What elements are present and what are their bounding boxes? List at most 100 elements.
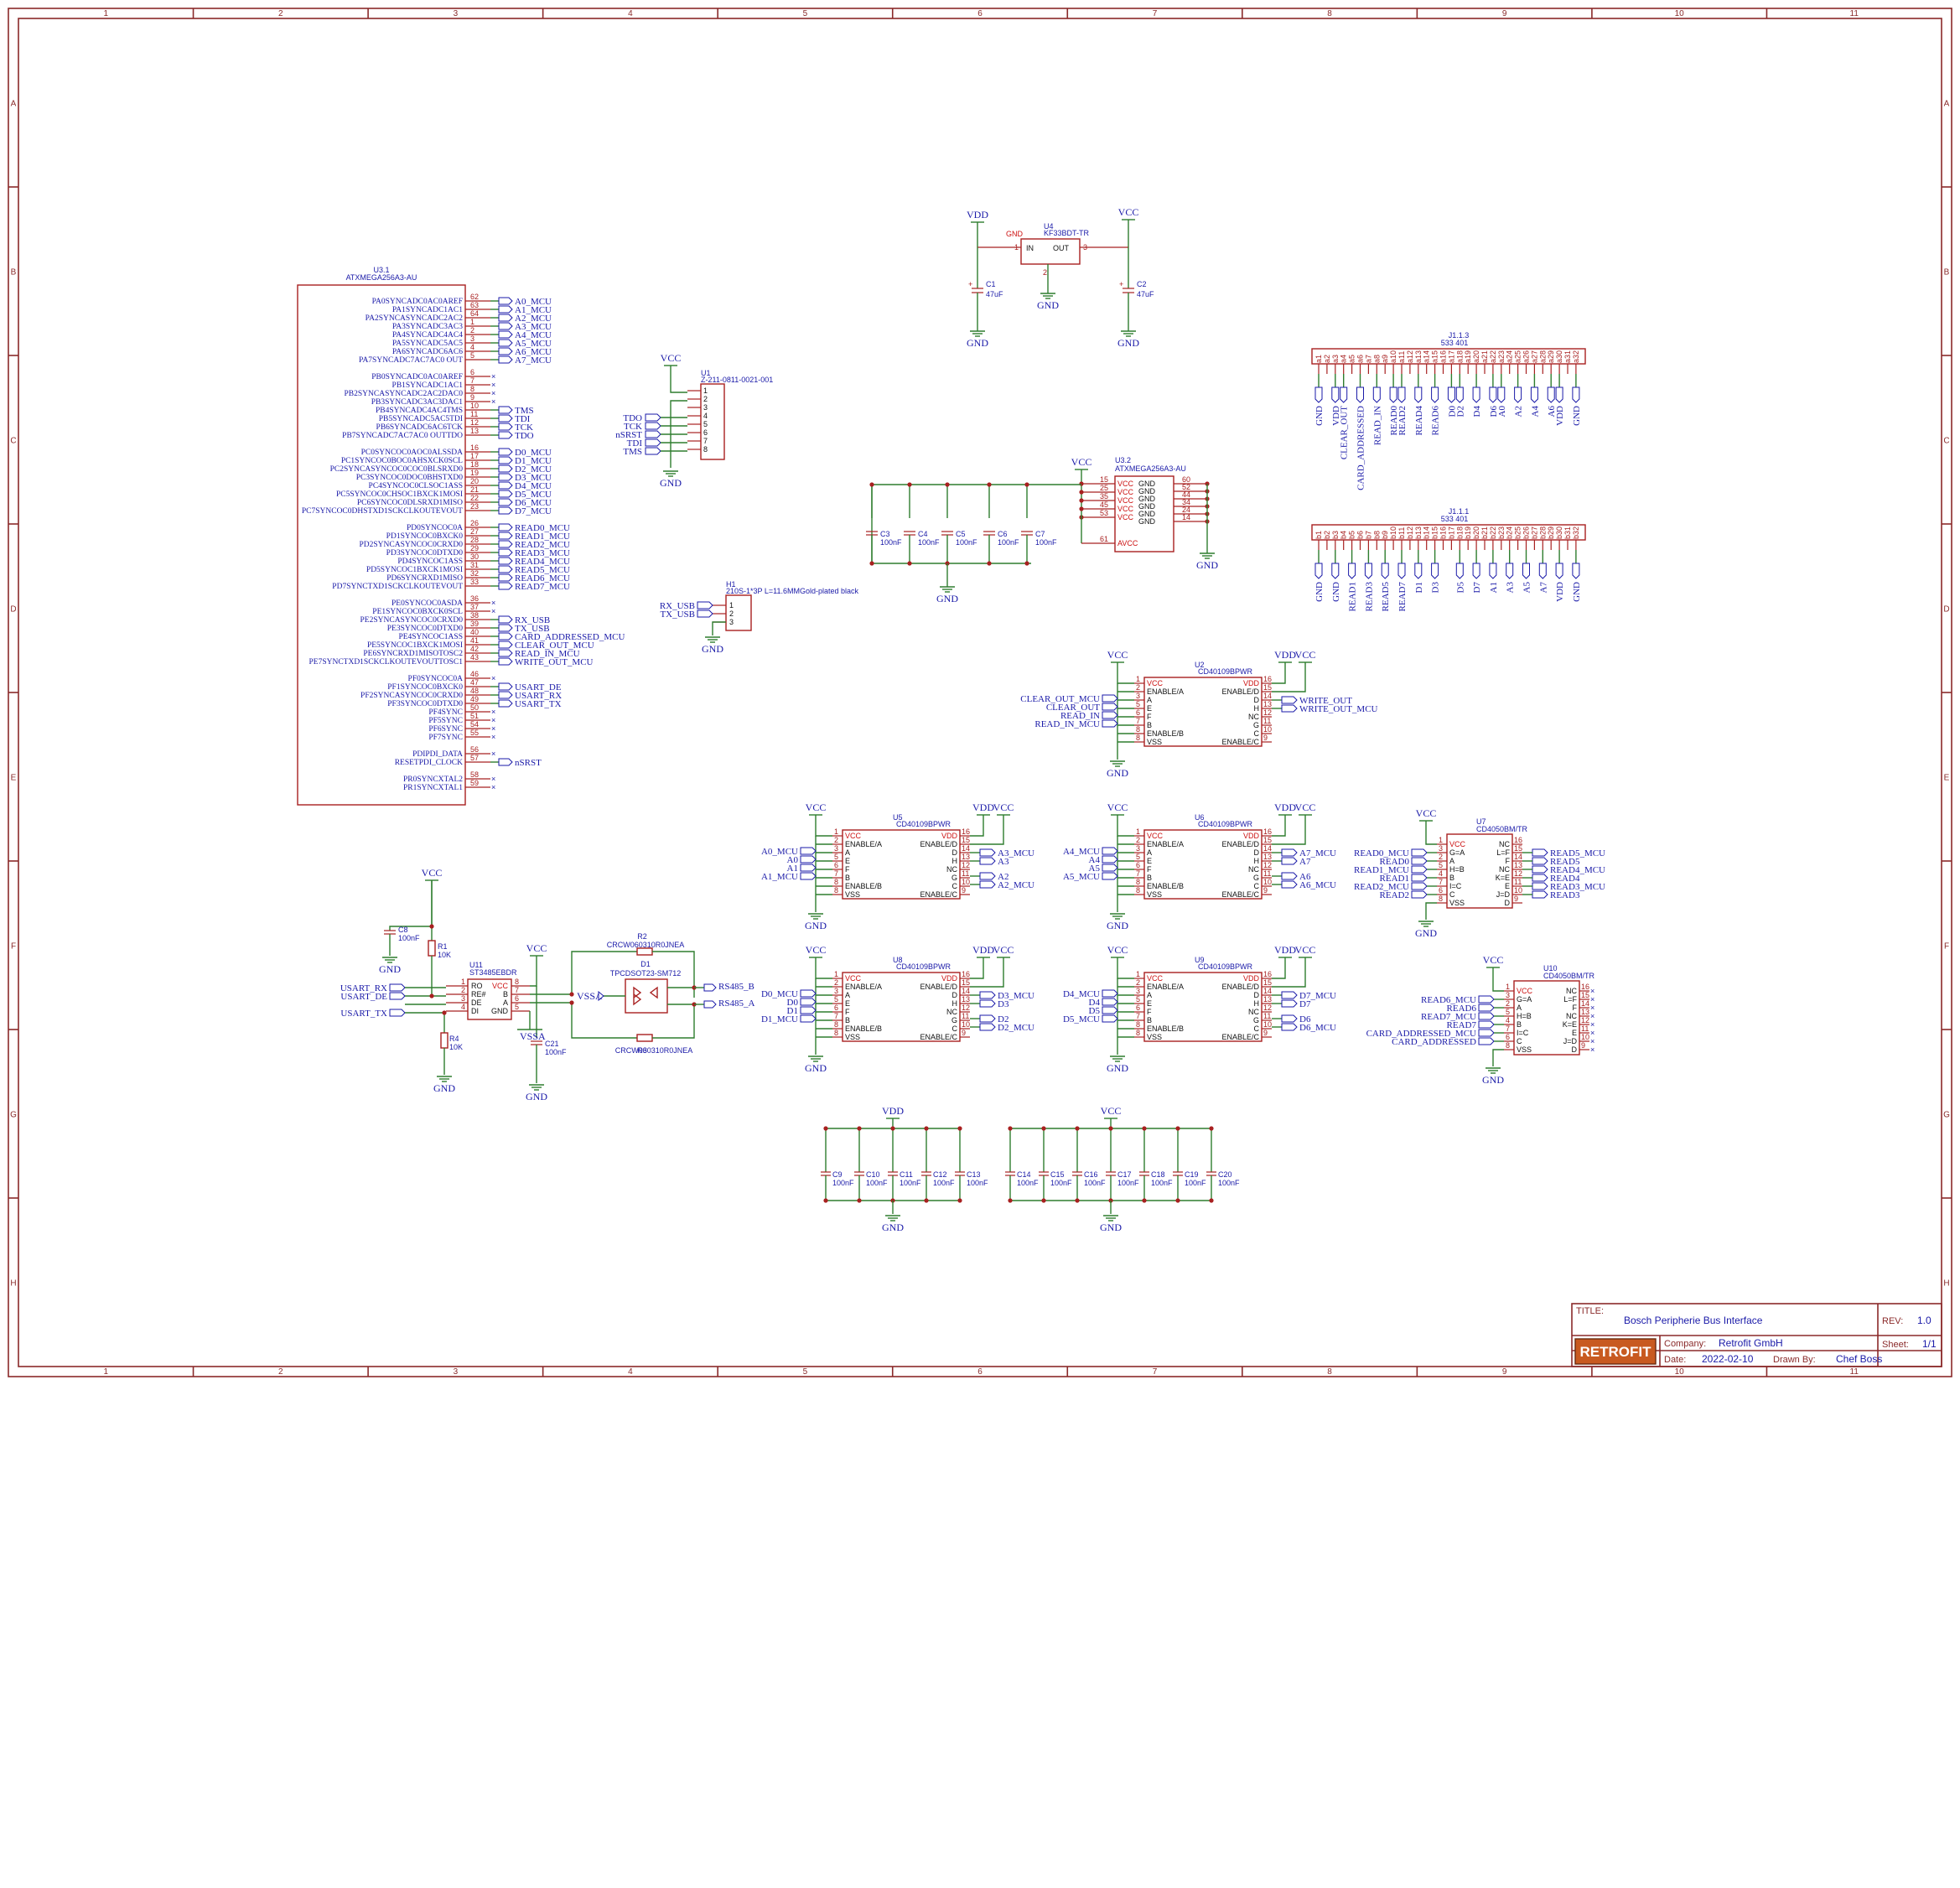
pin-name: VCC xyxy=(1147,974,1164,983)
pin-number: 54 xyxy=(470,720,479,729)
pin-number: b27 xyxy=(1530,526,1538,539)
net-label: RX_USB xyxy=(515,615,550,625)
net-label: READ_IN_MCU xyxy=(515,649,580,659)
jtag-body xyxy=(700,383,725,460)
pin-name: A xyxy=(1517,1004,1522,1012)
pin-number: b21 xyxy=(1480,526,1489,539)
connector-body xyxy=(1311,524,1586,541)
pin-number: 2 xyxy=(1136,836,1140,844)
pin-number: 6 xyxy=(1136,861,1140,869)
no-connect: × xyxy=(491,372,495,381)
row-label: B xyxy=(1944,268,1950,277)
pin-number: 3 xyxy=(729,618,734,626)
pin-number: 14 xyxy=(1263,692,1272,700)
net-label: READ3 xyxy=(1550,890,1580,900)
wire xyxy=(670,366,687,393)
no-connect: × xyxy=(491,381,495,389)
pin-number: 1 xyxy=(1136,675,1140,683)
no-connect: × xyxy=(491,397,495,406)
net-label: READ2_MCU xyxy=(1354,882,1409,892)
drawn-value: Chef Boss xyxy=(1836,1353,1882,1365)
net-label: READ6_MCU xyxy=(515,573,570,584)
power-label: VDD xyxy=(882,1105,904,1117)
junction xyxy=(907,561,912,566)
pin-number: a4 xyxy=(1340,355,1348,363)
net-label: READ_IN_MCU xyxy=(1034,719,1100,729)
net-label: A1 xyxy=(787,864,798,874)
pin-number: 11 xyxy=(1581,1024,1589,1033)
cap-ref: C17 xyxy=(1117,1170,1132,1179)
pin-number: 6 xyxy=(1439,886,1443,895)
mcu-pin-name: PA0SYNCADC0AC0AREF xyxy=(372,298,463,306)
wire xyxy=(712,621,726,635)
net-flag xyxy=(389,1009,406,1017)
polarity-mark: + xyxy=(1119,280,1123,288)
net-flag xyxy=(1102,864,1118,872)
pin-number: a21 xyxy=(1480,350,1489,363)
net-flag xyxy=(498,448,513,456)
pin-number: 1 xyxy=(461,978,465,986)
ground-label: GND xyxy=(1196,559,1218,571)
part-ref: J1.1.3 xyxy=(1449,331,1470,340)
pin-number: 21 xyxy=(470,485,479,494)
power-label: VCC xyxy=(806,944,827,956)
net-flag xyxy=(1414,386,1423,403)
net-flag xyxy=(498,481,513,490)
res-ref: R4 xyxy=(449,1035,459,1043)
junction xyxy=(987,482,992,487)
cap-value: 100nF xyxy=(866,1179,888,1187)
mcu-pin-name: PA5SYNCADC5AC5 xyxy=(392,340,463,348)
part-value: CD40109BPWR xyxy=(1198,962,1253,971)
pin-number: a6 xyxy=(1356,355,1365,363)
pin-number: 7 xyxy=(834,869,838,878)
pin-name: NC xyxy=(946,865,957,874)
pin-name: ENABLE/D xyxy=(920,983,957,991)
part-value: CD4050BM/TR xyxy=(1476,825,1528,833)
pin-number: 11 xyxy=(1514,878,1522,886)
pin-name: H xyxy=(952,857,958,865)
net-label: A2 xyxy=(998,872,1009,882)
part-ref: U9 xyxy=(1195,956,1205,964)
column-label: 2 xyxy=(278,9,283,18)
junction xyxy=(442,1010,447,1015)
mcu-pin-name: PF4SYNC xyxy=(428,708,463,717)
pin-number: 15 xyxy=(1581,991,1589,999)
junction xyxy=(1075,1126,1080,1131)
junction xyxy=(1041,1126,1046,1131)
pin-number: 12 xyxy=(962,861,970,869)
pin-number: 7 xyxy=(1506,1024,1510,1033)
pin-name: C xyxy=(1254,882,1260,890)
pin-name: VSS xyxy=(1449,899,1465,907)
ground-label: GND xyxy=(805,920,827,931)
mcu-pin-name: PB3SYNCADC3AC3DAC1 xyxy=(371,398,464,407)
junction xyxy=(1024,561,1029,566)
net-flag xyxy=(498,406,513,414)
net-label: D5 xyxy=(1089,1006,1101,1016)
pin-number: 32 xyxy=(470,569,479,578)
cap-ref: C18 xyxy=(1151,1170,1165,1179)
pin-number: a26 xyxy=(1522,350,1531,363)
net-label: USART_DE xyxy=(515,682,562,692)
pin-number: 6 xyxy=(1136,1004,1140,1012)
pin-number: 3 xyxy=(1439,844,1443,853)
res-ref: R1 xyxy=(438,942,448,951)
pin-number: b7 xyxy=(1364,531,1372,539)
pin-number: a2 xyxy=(1323,355,1331,363)
pin-number: 19 xyxy=(470,469,479,477)
pin-number: 15 xyxy=(962,836,970,844)
pin-number: 5 xyxy=(515,1003,519,1011)
title-label: TITLE: xyxy=(1576,1306,1604,1316)
no-connect: × xyxy=(491,724,495,733)
pin-name: G xyxy=(1253,874,1259,882)
mcu-pin-name: PC1SYNCOC0BOC0AHSXCK0SCL xyxy=(341,457,463,465)
pin-number: 58 xyxy=(470,770,479,779)
wire xyxy=(530,951,637,995)
part-value: CD40109BPWR xyxy=(1198,667,1253,676)
pin-number: 33 xyxy=(470,578,479,586)
net-label: A0 xyxy=(787,855,799,865)
pin-number: 36 xyxy=(470,594,479,603)
pin-name: VCC xyxy=(1147,679,1164,687)
net-flag xyxy=(1478,1037,1495,1045)
pin-name: B xyxy=(1449,874,1454,882)
net-flag xyxy=(498,339,513,347)
